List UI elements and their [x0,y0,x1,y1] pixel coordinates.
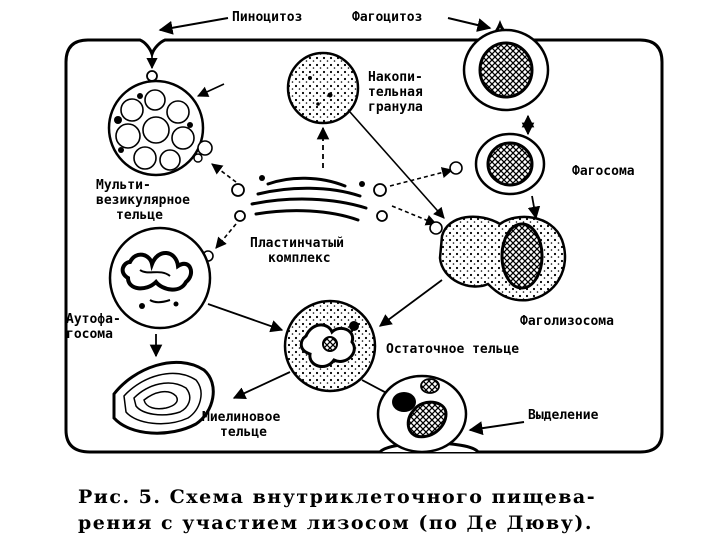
residual-body [283,299,377,393]
arrow-granule-to-phagolysosome [349,111,445,219]
label-phagolysosome: Фаголизосома [520,314,614,329]
golgi-vesicles [231,183,388,222]
caption-line-2: рения с участием лизосом (по Де Дюву). [78,512,594,534]
phagosome [474,132,546,196]
label-excretion: Выделение [528,408,599,423]
phagocytosis-arrow [447,17,492,32]
phagocytosed-particle [462,28,550,112]
caption-line-1: Рис. 5. Схема внутриклеточного пищева- [78,486,597,508]
label-storage-granule: Накопи- тельная гранула [368,70,423,115]
label-pinocytosis: Пиноцитоз [232,10,303,25]
cell-membrane [64,19,664,454]
excretion-arrow [468,421,525,436]
arrow-golgi-to-multivesicular [211,163,237,183]
myelin-body [112,360,215,435]
autophagosome [108,226,212,330]
phagolysosome [438,215,567,302]
arrow-autophagosome-to-residual [207,303,284,333]
label-phagocytosis: Фагоцитоз [352,10,423,25]
vesicle [449,161,463,175]
storage-granule [286,51,360,125]
vesicle [429,221,443,235]
pinocytosis-arrow [158,17,229,35]
multivesicular-body [107,79,205,177]
label-phagosome: Фагосома [572,164,635,179]
figure-caption: Рис. 5. Схема внутриклеточного пищева- р… [78,484,708,536]
arrow-golgi-to-phagolysosome [391,205,438,226]
pinocytic-vesicle [146,70,158,82]
golgi-complex [250,175,368,222]
arrow-golgi-to-phagosome [389,167,454,187]
arrow-phagolysosome-to-residual [378,279,443,327]
lysosome-digestion-diagram [64,17,664,454]
vesicle [193,153,203,163]
arrow-golgi-to-autophagosome [215,223,237,249]
vesicle [197,140,213,156]
arrow-phagosome-to-phagolysosome [527,195,541,220]
arrow-residual-to-myelin [232,371,291,399]
label-residual-body: Остаточное тельце [386,342,520,357]
excretion-vesicle [376,374,468,454]
label-myelin-body: Миелиновое тельце [202,410,281,440]
label-multivesicular-body: Мульти- везикулярное тельце [96,178,190,223]
label-golgi-complex: Пластинчатый комплекс [250,236,344,266]
label-autophagosome: Аутофа- госома [66,312,121,342]
arrow-to-multivesicular [196,83,225,97]
